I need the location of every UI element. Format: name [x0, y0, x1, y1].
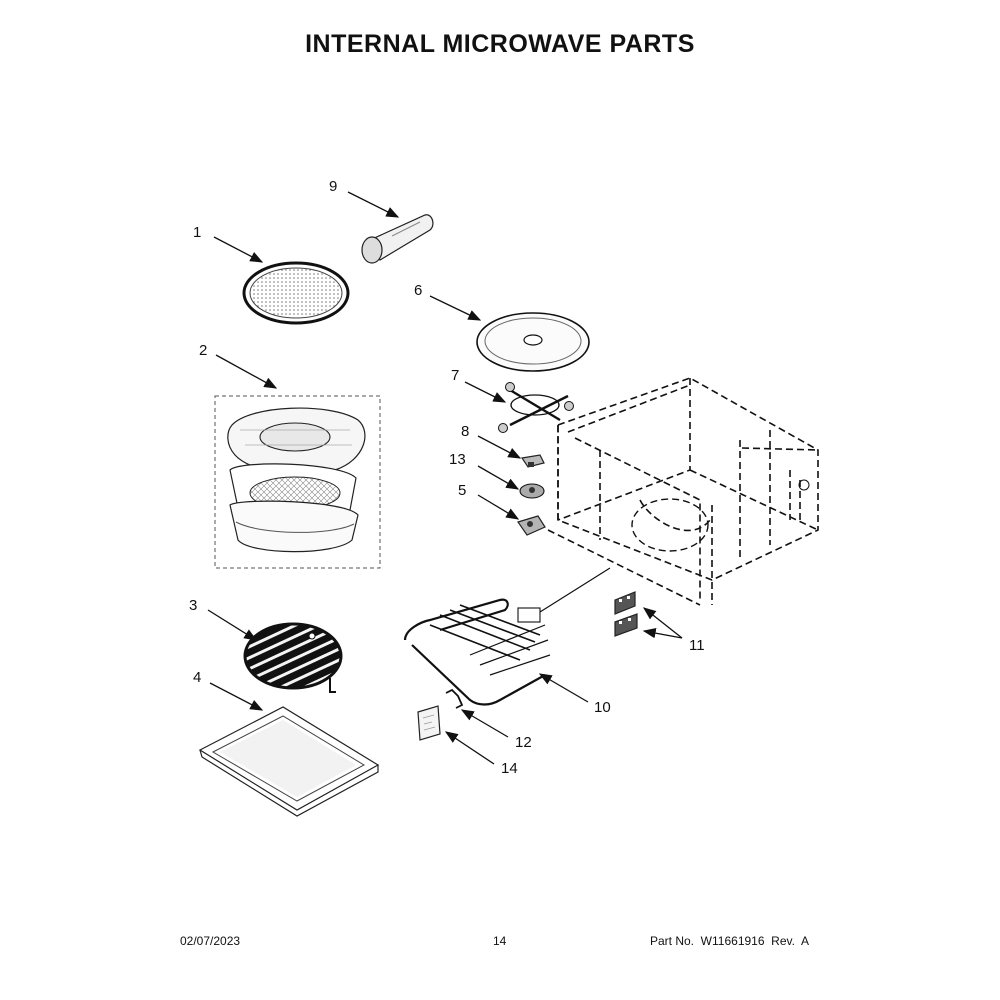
- baking-tray-icon: [198, 706, 380, 817]
- leader-arrows: [207, 191, 683, 765]
- turntable-support-icon: [498, 382, 574, 433]
- callout-7: 7: [451, 367, 459, 384]
- callout-1: 1: [193, 224, 201, 241]
- turntable-glass-tray-icon: [476, 312, 590, 372]
- turntable-motor-icon: [517, 515, 546, 536]
- footer-date: 02/07/2023: [180, 934, 241, 948]
- waveguide-cover-icon: [361, 214, 434, 264]
- callout-11: 11: [689, 637, 705, 654]
- callout-12: 12: [515, 734, 532, 751]
- callout-14: 14: [501, 760, 518, 777]
- steamer-set-icon: [214, 395, 381, 569]
- callout-10: 10: [594, 699, 611, 716]
- callout-5: 5: [458, 482, 466, 499]
- mounting-bracket-icon: [614, 591, 638, 637]
- callout-4: 4: [193, 669, 201, 686]
- callout-2: 2: [199, 342, 207, 359]
- grill-rack-icon: [243, 622, 343, 693]
- crisper-pan-icon: [242, 261, 350, 325]
- sensor-icon: [519, 483, 545, 499]
- callout-9: 9: [329, 178, 337, 195]
- clip-icon: [445, 688, 464, 709]
- cavity-assembly-icon: [547, 377, 819, 606]
- footer-page-number: 14: [493, 934, 507, 948]
- callout-3: 3: [189, 597, 197, 614]
- callout-6: 6: [414, 282, 422, 299]
- footer-part-number: Part No. W11661916 Rev. A: [650, 934, 809, 948]
- heating-element-icon: [403, 567, 611, 706]
- thermal-cutout-icon: [520, 454, 545, 468]
- callout-13: 13: [449, 451, 466, 468]
- callout-8: 8: [461, 423, 469, 440]
- label-icon: [417, 705, 441, 741]
- page-title: INTERNAL MICROWAVE PARTS: [305, 30, 695, 58]
